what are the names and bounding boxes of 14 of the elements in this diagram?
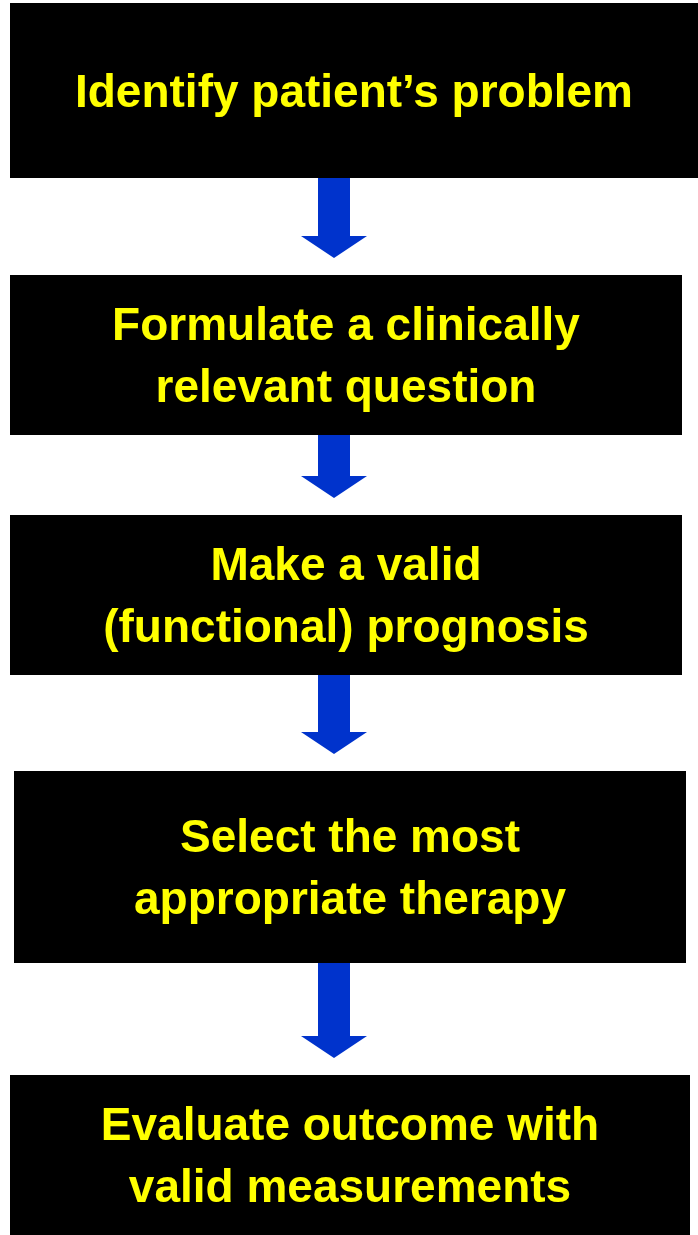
step-text: Select the most appropriate therapy: [133, 809, 567, 926]
process-box: [10, 3, 698, 178]
arrow: [301, 963, 367, 1058]
step-text: Make a valid (functional) prognosis: [102, 537, 590, 654]
process-box: [14, 771, 686, 963]
step-text: Evaluate outcome with valid measurements: [99, 1097, 601, 1214]
arrow: [301, 435, 367, 498]
process-box: [10, 275, 682, 435]
step-text: Formulate a clinically relevant question: [111, 297, 581, 414]
process-box: [10, 515, 682, 675]
process-box: [10, 1075, 690, 1235]
arrow: [301, 178, 367, 258]
arrow: [301, 675, 367, 754]
step-text: Identify patient’s problem: [75, 63, 633, 119]
